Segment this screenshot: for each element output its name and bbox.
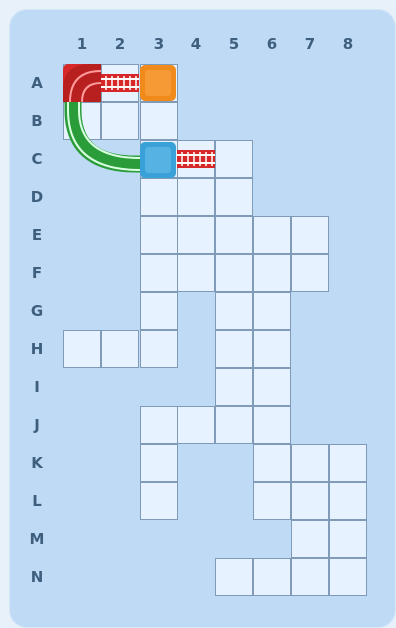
row-label: A (27, 73, 47, 93)
column-label: 6 (260, 34, 284, 54)
board-cell[interactable] (215, 178, 253, 216)
board-cell[interactable] (63, 330, 101, 368)
board-cell[interactable] (253, 330, 291, 368)
board-cell[interactable] (215, 216, 253, 254)
column-label: 4 (184, 34, 208, 54)
board-cell[interactable] (177, 178, 215, 216)
board-cell[interactable] (253, 444, 291, 482)
board-cell[interactable] (291, 254, 329, 292)
board-cell[interactable] (215, 254, 253, 292)
board-cell[interactable] (215, 368, 253, 406)
column-label: 3 (147, 34, 171, 54)
row-label: M (27, 529, 47, 549)
board-cell[interactable] (291, 520, 329, 558)
row-label: L (27, 491, 47, 511)
board-cell[interactable] (140, 406, 178, 444)
row-label: C (27, 149, 47, 169)
board-cell[interactable] (215, 406, 253, 444)
row-label: J (27, 415, 47, 435)
board-cell[interactable] (215, 330, 253, 368)
board-cell[interactable] (177, 254, 215, 292)
column-label: 5 (222, 34, 246, 54)
board-cell[interactable] (329, 444, 367, 482)
board-cell[interactable] (140, 140, 178, 178)
board-cell[interactable] (329, 482, 367, 520)
board-cell[interactable] (140, 178, 178, 216)
row-label: N (27, 567, 47, 587)
board-cell[interactable] (140, 292, 178, 330)
board-cell[interactable] (253, 254, 291, 292)
board-cell[interactable] (101, 102, 139, 140)
board-cell[interactable] (140, 444, 178, 482)
row-label: I (27, 377, 47, 397)
row-label: B (27, 111, 47, 131)
board-cell[interactable] (177, 140, 215, 178)
board-cell[interactable] (101, 64, 139, 102)
board-cell[interactable] (253, 406, 291, 444)
board-cell[interactable] (140, 482, 178, 520)
board-cell[interactable] (140, 216, 178, 254)
column-label: 2 (108, 34, 132, 54)
board-cell[interactable] (291, 444, 329, 482)
board-cell[interactable] (253, 558, 291, 596)
board-cell[interactable] (177, 406, 215, 444)
board-cell[interactable] (253, 368, 291, 406)
row-label: F (27, 263, 47, 283)
board-cell[interactable] (253, 292, 291, 330)
board-cell[interactable] (215, 558, 253, 596)
board-cell[interactable] (291, 482, 329, 520)
board-cell[interactable] (253, 482, 291, 520)
row-label: K (27, 453, 47, 473)
board-cell[interactable] (101, 330, 139, 368)
board-cell[interactable] (215, 292, 253, 330)
column-label: 8 (336, 34, 360, 54)
row-label: G (27, 301, 47, 321)
row-label: H (27, 339, 47, 359)
column-label: 7 (298, 34, 322, 54)
board-cell[interactable] (215, 140, 253, 178)
board-cell[interactable] (177, 216, 215, 254)
column-label: 1 (70, 34, 94, 54)
board-cell[interactable] (291, 558, 329, 596)
board-cell[interactable] (140, 102, 178, 140)
board-cell[interactable] (329, 558, 367, 596)
board-cell[interactable] (329, 520, 367, 558)
row-label: D (27, 187, 47, 207)
board-cell[interactable] (63, 64, 101, 102)
board-cell[interactable] (140, 330, 178, 368)
row-label: E (27, 225, 47, 245)
board-cell[interactable] (140, 254, 178, 292)
board-cell[interactable] (291, 216, 329, 254)
board-cell[interactable] (63, 102, 101, 140)
board-cell[interactable] (140, 64, 178, 102)
board-cell[interactable] (253, 216, 291, 254)
